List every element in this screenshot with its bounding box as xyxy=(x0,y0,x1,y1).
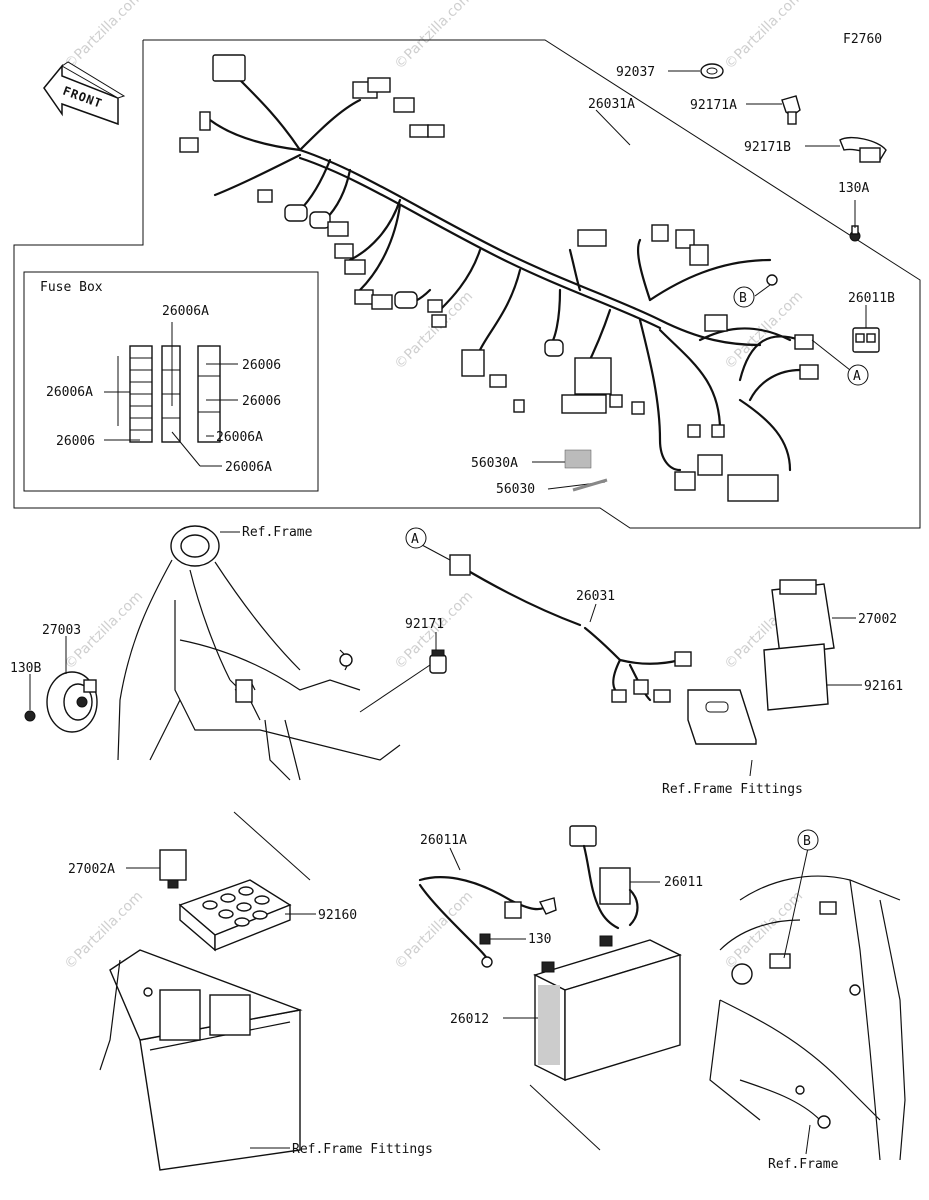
svg-text:B: B xyxy=(739,291,747,306)
bolt-130a-icon xyxy=(849,225,861,242)
frame-left-drawing xyxy=(117,525,401,781)
figure-code: F2760 xyxy=(843,32,882,47)
svg-text:A: A xyxy=(853,369,861,384)
label-56030a: 56030A xyxy=(471,456,518,471)
label-130b: 130B xyxy=(10,661,41,676)
label-56030a-icon xyxy=(564,449,592,469)
label-92171: 92171 xyxy=(405,617,444,632)
callout-b-bottom: B xyxy=(797,829,819,851)
label-26006a-r3: 26006A xyxy=(216,430,263,445)
label-130: 130 xyxy=(528,932,551,947)
watermark: ©Partzilla.com xyxy=(62,0,147,73)
clamp-92171b-icon xyxy=(839,136,887,163)
label-130a: 130A xyxy=(838,181,869,196)
clip-92171-icon xyxy=(429,649,447,674)
label-92161: 92161 xyxy=(864,679,903,694)
label-26011a: 26011A xyxy=(420,833,467,848)
ecu-cover-92161-icon xyxy=(763,643,829,711)
label-ref-frame-fittings-1: Ref.Frame Fittings xyxy=(662,782,803,797)
horn-27003-icon xyxy=(24,671,98,733)
label-ref-frame-2: Ref.Frame xyxy=(768,1157,839,1172)
watermark: ©Partzilla.com xyxy=(392,0,477,73)
label-26011: 26011 xyxy=(664,875,703,890)
label-56030-icon xyxy=(572,478,608,492)
ecu-27002-icon xyxy=(771,579,835,656)
svg-text:B: B xyxy=(803,834,811,849)
sub-harness-26031 xyxy=(449,554,692,703)
label-92171b: 92171B xyxy=(744,140,791,155)
battery-cable-26011a xyxy=(418,876,557,968)
label-26006a-top: 26006A xyxy=(162,304,209,319)
relay-cable-26011 xyxy=(569,825,639,930)
label-26006-left2: 26006 xyxy=(56,434,95,449)
ground-ring-icon xyxy=(766,274,778,286)
fuse-box-icon xyxy=(117,345,221,443)
watermark: ©Partzilla.com xyxy=(722,888,807,973)
callout-a-bottom: A xyxy=(405,527,427,549)
battery-pad-92160-icon xyxy=(178,879,292,952)
watermark: ©Partzilla.com xyxy=(722,0,807,73)
label-26006-r1: 26006 xyxy=(242,358,281,373)
battery-26012-icon xyxy=(533,935,682,1082)
label-92160: 92160 xyxy=(318,908,357,923)
clamp-92171a-icon xyxy=(781,95,801,125)
svg-text:A: A xyxy=(411,532,419,547)
label-26031a: 26031A xyxy=(588,97,635,112)
label-27003: 27003 xyxy=(42,623,81,638)
frame-right-drawing xyxy=(709,875,906,1161)
relay-27002a-icon xyxy=(159,849,187,889)
label-26031: 26031 xyxy=(576,589,615,604)
label-26006-r2: 26006 xyxy=(242,394,281,409)
front-arrow-icon: FRONT xyxy=(43,61,126,126)
clamp-92037-icon xyxy=(700,63,724,79)
label-27002a: 27002A xyxy=(68,862,115,877)
label-ref-frame-fittings-2: Ref.Frame Fittings xyxy=(292,1142,433,1157)
label-27002: 27002 xyxy=(858,612,897,627)
callout-b-top: B xyxy=(733,286,755,308)
battery-case-drawing xyxy=(99,949,303,1171)
harness-connectors xyxy=(179,54,819,502)
callout-a-top: A xyxy=(847,364,869,386)
label-92171a: 92171A xyxy=(690,98,737,113)
relay-26011b-icon xyxy=(852,327,880,353)
fuse-box-title: Fuse Box xyxy=(40,280,103,295)
label-56030: 56030 xyxy=(496,482,535,497)
main-harness-26031a xyxy=(208,78,802,472)
label-26006a-bottom: 26006A xyxy=(225,460,272,475)
bracket-icon xyxy=(687,689,757,745)
label-92037: 92037 xyxy=(616,65,655,80)
label-ref-frame-1: Ref.Frame xyxy=(242,525,313,540)
harness-group-outline xyxy=(13,39,921,529)
label-26011b: 26011B xyxy=(848,291,895,306)
label-26006a-left: 26006A xyxy=(46,385,93,400)
label-26012: 26012 xyxy=(450,1012,489,1027)
